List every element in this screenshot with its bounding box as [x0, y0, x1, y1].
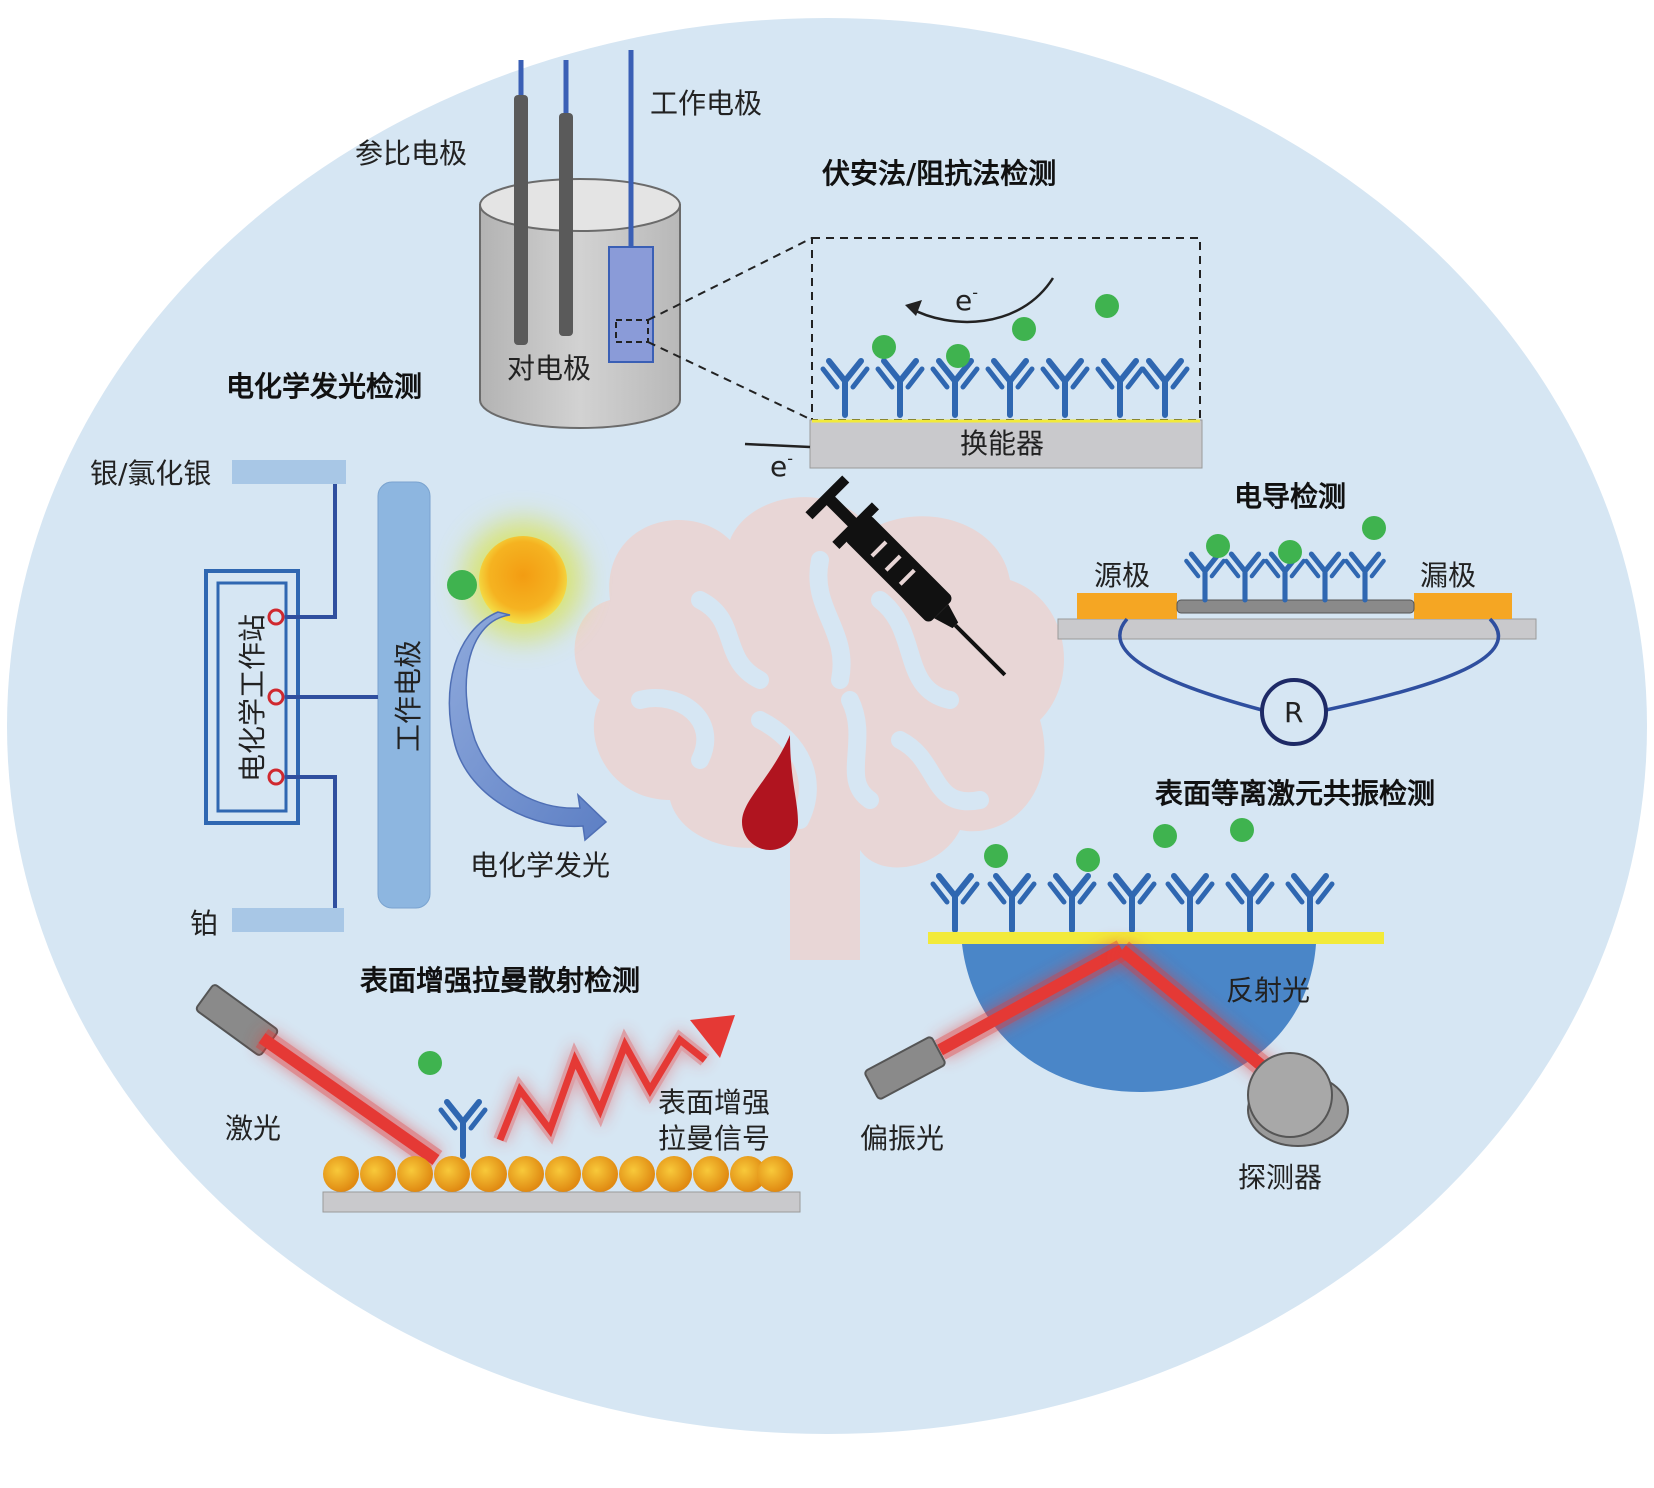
channel [1176, 599, 1415, 614]
spr-antigen-3 [1153, 824, 1177, 848]
sers-substrate [322, 1191, 801, 1213]
cond-antigen-3 [1362, 516, 1386, 540]
sers-title: 表面增强拉曼散射检测 [360, 964, 640, 997]
antigen-3 [1012, 317, 1036, 341]
transducer-label: 换能器 [960, 427, 1044, 460]
electrochemical-cell [479, 50, 681, 429]
sers-signal-label-2: 拉曼信号 [658, 1122, 770, 1155]
electron-label-bottom: e- [770, 449, 793, 483]
polarized-source [864, 1036, 946, 1100]
drain-label: 漏极 [1420, 559, 1476, 592]
electron-label-top: e- [955, 283, 978, 317]
laser-label: 激光 [225, 1112, 281, 1145]
ecl-curved-arrow [448, 611, 608, 842]
ecl-luminophore [479, 536, 567, 624]
conductance-substrate [1057, 618, 1537, 640]
ecl-antigen [447, 570, 477, 600]
ecl-work-electrode-label: 工作电极 [392, 640, 425, 752]
spr-title: 表面等离激元共振检测 [1155, 777, 1435, 810]
ecl-wiring [285, 484, 378, 908]
spr-antigen-1 [984, 844, 1008, 868]
transducer-block [809, 419, 1203, 469]
polarized-light-label: 偏振光 [860, 1122, 944, 1155]
terminal-1 [267, 608, 285, 626]
ag-agcl-label: 银/氯化银 [90, 457, 211, 490]
conductance-title: 电导检测 [1234, 480, 1346, 513]
conductance-circuit [1118, 617, 1500, 712]
platinum-electrode [232, 908, 344, 932]
resistor-label: R [1284, 696, 1303, 729]
antigen-2 [946, 344, 970, 368]
detector-icon [1247, 1052, 1349, 1147]
zoom-line-top [647, 237, 813, 321]
cond-antigen-2 [1278, 540, 1302, 564]
platinum-label: 铂 [190, 907, 218, 940]
source-label: 源极 [1094, 559, 1150, 592]
antigen-1 [872, 335, 896, 359]
voltammetry-title: 伏安法/阻抗法检测 [822, 157, 1056, 190]
work-electrode-top-label: 工作电极 [650, 87, 762, 120]
terminal-2 [267, 688, 285, 706]
sers-nanoparticles [323, 1156, 793, 1192]
sers-laser-beam [255, 1028, 443, 1170]
ecl-title: 电化学发光检测 [226, 370, 422, 403]
syringe-icon [805, 475, 1007, 677]
cond-antigen-1 [1206, 534, 1230, 558]
electron-wire [744, 442, 811, 449]
resistor-symbol [1260, 678, 1328, 746]
spr-gold-film [928, 932, 1384, 944]
blood-drop-icon [742, 735, 798, 850]
spr-antigen-4 [1230, 818, 1254, 842]
detector-label: 探测器 [1238, 1161, 1322, 1194]
spr-laser-beams [934, 940, 1293, 1094]
workstation-label: 电化学工作站 [236, 614, 269, 782]
zoom-line-bottom [647, 341, 813, 421]
source-electrode [1077, 593, 1177, 619]
drain-electrode [1414, 593, 1512, 619]
reflected-light-label: 反射光 [1226, 974, 1310, 1007]
terminal-3 [267, 768, 285, 786]
counter-electrode-label: 对电极 [507, 352, 591, 385]
antigen-4 [1095, 294, 1119, 318]
electron-arrow [909, 277, 1055, 324]
sers-antigen [418, 1051, 442, 1075]
ref-electrode-label: 参比电极 [355, 137, 467, 170]
electron-arrow-head [905, 300, 922, 316]
sers-signal-label-1: 表面增强 [658, 1086, 770, 1119]
ecl-label: 电化学发光 [470, 849, 610, 882]
spr-antigen-2 [1076, 848, 1100, 872]
ag-agcl-electrode [232, 460, 346, 484]
raman-signal-arrow [493, 1015, 735, 1145]
